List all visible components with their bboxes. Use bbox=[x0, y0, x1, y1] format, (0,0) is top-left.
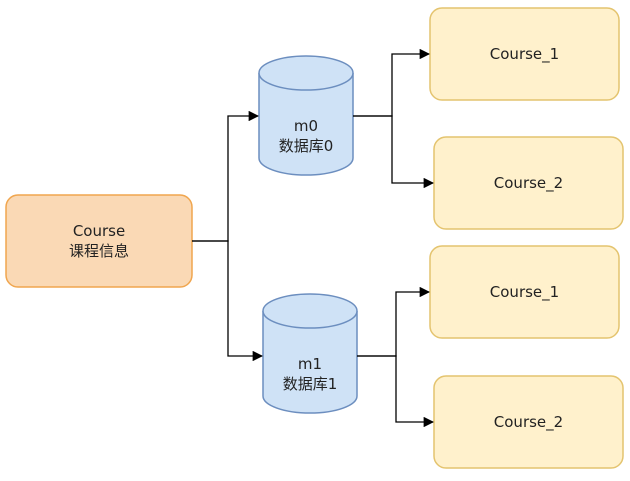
table-label-m0-course-1: Course_1 bbox=[489, 45, 560, 63]
connector-m0-to-course-2 bbox=[353, 115, 435, 189]
table-label-m0-course-2: Course_2 bbox=[493, 174, 564, 192]
database-label-m0: m0 数据库0 bbox=[259, 104, 353, 168]
database-cylinder-m1 bbox=[262, 293, 358, 414]
database-label-m1: m1 数据库1 bbox=[263, 342, 357, 406]
source-subtitle: 课程信息 bbox=[68, 242, 129, 260]
connector-source-to-m0 bbox=[192, 110, 260, 242]
connector-m0-to-course-1 bbox=[353, 48, 431, 117]
connector-source-to-m1 bbox=[192, 240, 264, 362]
database-name: m0 bbox=[293, 117, 319, 135]
connector-m1-to-course-1 bbox=[357, 286, 431, 357]
database-caption: 数据库0 bbox=[278, 137, 334, 155]
connector-m1-to-course-2 bbox=[357, 355, 435, 428]
database-caption: 数据库1 bbox=[282, 375, 338, 393]
source-title: Course bbox=[72, 222, 126, 240]
table-label-m1-course-2: Course_2 bbox=[493, 413, 564, 431]
database-cylinder-m0 bbox=[258, 55, 354, 176]
database-name: m1 bbox=[297, 355, 323, 373]
source-label: Course 课程信息 bbox=[6, 195, 192, 287]
table-label-m1-course-1: Course_1 bbox=[489, 283, 560, 301]
